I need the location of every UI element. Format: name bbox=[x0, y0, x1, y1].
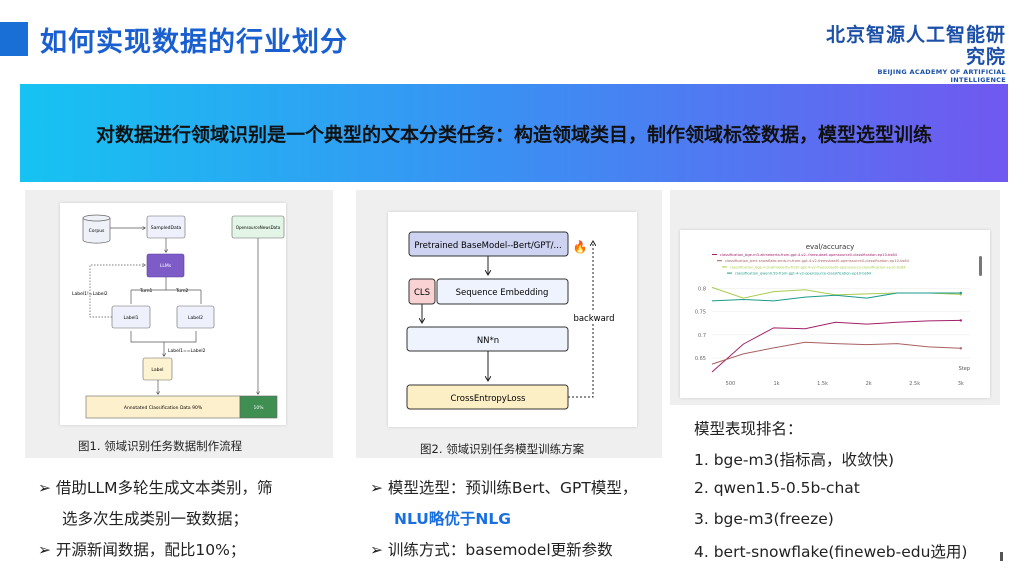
logo: 北京智源人工智能研究院 BEIJING ACADEMY OF ARTIFICIA… bbox=[826, 24, 1006, 84]
logo-en: BEIJING ACADEMY OF ARTIFICIAL INTELLIGEN… bbox=[877, 68, 1006, 84]
ranking-item-2: 2. qwen1.5-0.5b-chat bbox=[694, 479, 860, 497]
x-tick-label: 500 bbox=[726, 381, 736, 387]
x-tick-label: 2k bbox=[866, 381, 872, 387]
news-node bbox=[231, 215, 285, 239]
label-label: Label bbox=[151, 367, 163, 373]
sampled-node bbox=[146, 215, 186, 239]
page-title: 如何实现数据的行业划分 bbox=[40, 27, 348, 58]
y-tick-label: 0.65 bbox=[695, 356, 706, 362]
x-tick-label: 1k bbox=[773, 381, 779, 387]
backward-label: backward bbox=[573, 314, 614, 324]
x-tick-label: 2.5k bbox=[909, 381, 920, 387]
chart-title: eval/accuracy bbox=[806, 243, 855, 251]
seq-embedding-label: Sequence Embedding bbox=[456, 288, 549, 298]
label2-label: Label2 bbox=[188, 315, 203, 321]
seq-embedding-node bbox=[436, 278, 569, 305]
nn-node bbox=[406, 326, 569, 352]
y-tick-label: 0.7 bbox=[698, 333, 706, 339]
cls-node bbox=[408, 278, 436, 305]
banner-text: 对数据进行领域识别是一个典型的文本分类任务：构造领域类目，制作领域标签数据，模型… bbox=[95, 123, 932, 146]
figure1-caption: 图1. 领域识别任务数据制作流程 bbox=[78, 439, 243, 453]
nn-label: NN*n bbox=[477, 336, 499, 346]
left-text-2: 选多次生成类别一致数据； bbox=[62, 510, 249, 528]
x-tick-label: 3k bbox=[958, 381, 964, 387]
left-text-1: ➢ 借助LLM多轮生成文本类别，筛 bbox=[38, 479, 273, 497]
news-label: OpensourceNewsData bbox=[236, 225, 281, 230]
llms-node bbox=[146, 253, 185, 278]
ranking-item-1: 1. bge-m3(指标高，收敛快) bbox=[694, 451, 895, 469]
eq-label: Label1==Label2 bbox=[168, 348, 206, 354]
ranking-item-4: 4. bert-snowflake(fineweb-edu选用) bbox=[694, 543, 968, 561]
loss-node bbox=[406, 384, 569, 410]
legend-entry: classification_bert-snowflake-emb-m-from… bbox=[725, 259, 910, 263]
middle-text-2: NLU略优于NLG bbox=[394, 510, 511, 528]
fire-icon: 🔥 bbox=[573, 240, 588, 254]
ranking-item-3: 3. bge-m3(freeze) bbox=[694, 510, 834, 528]
ranking-title: 模型表现排名： bbox=[694, 420, 803, 438]
series-endpoint bbox=[959, 319, 962, 322]
logo-cn: 北京智源人工智能研究院 bbox=[826, 24, 1007, 68]
slide-marker bbox=[1000, 552, 1003, 561]
sampled-label: SampledData bbox=[151, 225, 182, 231]
series-line bbox=[711, 319, 961, 373]
legend-entry: classification_bge-m3-alimeberta-from-gp… bbox=[720, 253, 898, 257]
corpus-node: Corpus bbox=[82, 214, 111, 244]
legend-entry: classification_qwen0.5b-from-gpt-4-v2-op… bbox=[735, 272, 872, 276]
label1-node bbox=[111, 305, 151, 329]
turn2-label: Turn2 bbox=[175, 288, 189, 294]
base-model-label: Pretrained BaseModel--Bert/GPT/... bbox=[414, 241, 561, 251]
corpus-label: Corpus bbox=[89, 228, 105, 234]
series-endpoint bbox=[959, 347, 962, 350]
ratio-label: 10% bbox=[253, 405, 264, 411]
label-node bbox=[142, 357, 173, 381]
x-tick-label: 1.5k bbox=[817, 381, 828, 387]
middle-text-1: ➢ 模型选型：预训练Bert、GPT模型， bbox=[370, 479, 638, 497]
middle-text-3: ➢ 训练方式：basemodel更新参数 bbox=[370, 541, 613, 559]
neq-label: Label1!=Label2 bbox=[72, 291, 108, 297]
series-line bbox=[711, 341, 961, 365]
ratio-node bbox=[239, 395, 278, 419]
header-accent bbox=[0, 22, 28, 56]
y-tick-label: 0.75 bbox=[695, 310, 706, 316]
chart-xlabel: Step bbox=[959, 366, 970, 372]
label2-node bbox=[176, 305, 215, 329]
base-model-node bbox=[408, 231, 569, 257]
llms-label: LLMs bbox=[160, 263, 172, 269]
left-text-3: ➢ 开源新闻数据，配比10%； bbox=[38, 541, 246, 559]
figure2-caption: 图2. 领域识别任务模型训练方案 bbox=[420, 442, 585, 456]
series-endpoint bbox=[959, 291, 962, 295]
cls-label: CLS bbox=[414, 288, 430, 298]
chart-card bbox=[680, 230, 990, 398]
loss-label: CrossEntropyLoss bbox=[451, 394, 527, 404]
banner: 对数据进行领域识别是一个典型的文本分类任务：构造领域类目，制作领域标签数据，模型… bbox=[20, 84, 1008, 182]
label1-label: Label1 bbox=[123, 315, 138, 321]
legend-entry: classification_bge-m3-alimeberta-from-gp… bbox=[730, 265, 906, 269]
legend-scrollbar[interactable] bbox=[979, 256, 982, 276]
annotated-label: Annotated Classification Data 90% bbox=[124, 405, 203, 411]
y-tick-label: 0.8 bbox=[698, 286, 706, 292]
turn1-label: Turn1 bbox=[139, 288, 153, 294]
series-line bbox=[711, 292, 961, 302]
